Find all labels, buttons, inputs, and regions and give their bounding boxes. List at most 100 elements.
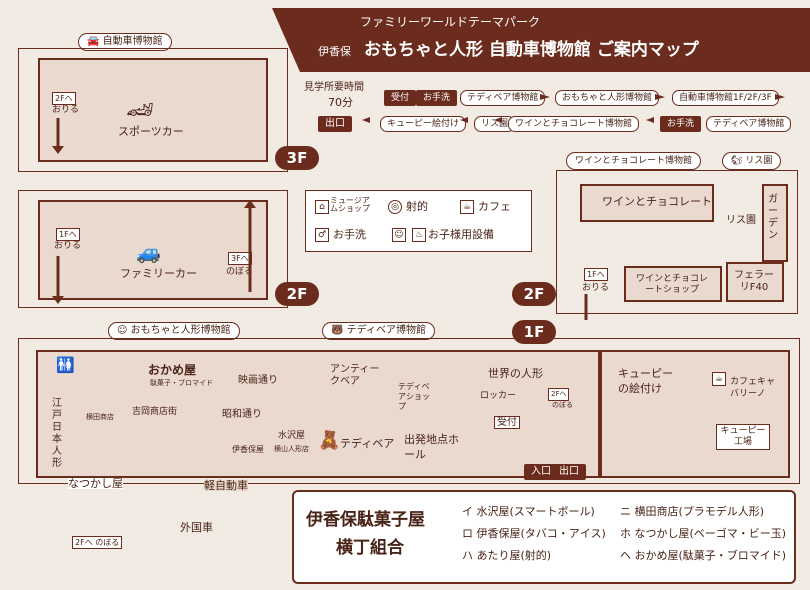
route-arrows <box>362 94 785 123</box>
movie-street-label: 映画通り <box>238 375 278 386</box>
guild-shop: ロ 伊香保屋(タバコ・アイス) <box>462 528 606 539</box>
floor1-main <box>36 350 600 478</box>
guild-shop-name: あたり屋(射的) <box>476 549 552 562</box>
legend-label: カフェ <box>478 200 511 213</box>
floor1-east <box>600 350 790 478</box>
stairs-up-to: 3Fへ <box>231 254 249 263</box>
guild-shop-name: なつかし屋(ベーゴマ・ビー玉) <box>634 527 787 540</box>
route-step: 受付 <box>384 90 417 106</box>
garden-room <box>762 184 788 262</box>
route-step: テディベア博物館 <box>706 116 792 132</box>
floor-badge-3f: 3F <box>275 146 319 170</box>
stairs-down-to: 2Fへ <box>55 94 73 103</box>
guild-shop: ハ あたり屋(射的) <box>462 550 551 561</box>
floor-badge-1f: 1F <box>512 320 556 344</box>
teddy-museum-name: テディベア博物館 <box>346 325 426 336</box>
teddy-museum-tag: 🐻 テディベア博物館 <box>322 322 435 340</box>
floor1-frame <box>18 338 800 484</box>
guild-shop-mark: ロ <box>462 527 473 540</box>
guild-shop-name: 水沢屋(スマートボール) <box>476 505 595 518</box>
natsukashiya-label: なつかし屋 <box>68 477 123 490</box>
floor-badge-2f: 2F <box>275 282 319 306</box>
legend-label: ミュージアムショップ <box>330 196 370 213</box>
family-car-label: ファミリーカー <box>120 267 197 280</box>
edo-dolls-label: 江戸日本人形 <box>52 398 62 469</box>
wine-room <box>580 184 714 222</box>
floor2-room <box>38 200 268 300</box>
route-step: キューピー絵付け <box>380 116 467 132</box>
family-car-icon: 🚙 <box>136 240 161 264</box>
okameya-sub: 駄菓子・ブロマイド <box>150 379 213 387</box>
car-icon: 🚘 <box>87 36 100 47</box>
legend-label: お子様用設備 <box>428 228 494 241</box>
stairs-down-sign: 1Fへ <box>56 228 80 241</box>
bear-icon: 🐻 <box>331 325 344 336</box>
mizusawa-label: 水沢屋 <box>278 431 306 441</box>
sports-car-icon: 🏎 <box>126 98 154 123</box>
kei-car-label: 軽自動車 <box>204 479 248 492</box>
to-2f-label: のぼる <box>552 401 573 409</box>
wing2f-frame <box>556 170 798 314</box>
entrance-label: 入口 <box>524 464 558 480</box>
wine-room-label: ワインとチョコレート <box>602 195 712 208</box>
route-step: お手洗 <box>416 90 458 106</box>
guild-shop: ホ なつかし屋(ベーゴマ・ビー玉) <box>620 528 786 539</box>
guild-subtitle: 横丁組合 <box>336 538 404 558</box>
cafe-icon: ☕ <box>712 372 726 386</box>
shooting-icon: ◎ <box>388 200 402 214</box>
header-subtitle: ファミリーワールドテーマパーク <box>360 15 541 29</box>
kewpie-factory: キューピー工場 <box>716 424 770 450</box>
reception-desk: 受付 <box>494 416 520 429</box>
floor-badge-2f-wing: 2F <box>512 282 556 306</box>
stairs-down-to: 1Fへ <box>59 230 77 239</box>
toys-museum-tag: ☺ おもちゃと人形博物館 <box>108 322 240 340</box>
legend-label: 射的 <box>406 200 428 213</box>
ferrari-label: フェラーリF40 <box>734 270 774 293</box>
baby-icon: ♨ <box>412 228 426 242</box>
guild-shop-mark: ニ <box>620 505 631 518</box>
stairs-down-label: おりる <box>54 241 82 251</box>
antique-bear-label: アンティークベア <box>330 364 380 387</box>
baby-icon: ☺ <box>392 228 406 242</box>
squirrel-icon: 🐿 <box>731 156 743 166</box>
legend-label: お手洗 <box>333 228 366 241</box>
wing-stairs-to: 1Fへ <box>587 270 605 279</box>
world-dolls-label: 世界の人形 <box>488 367 543 380</box>
guild-shop-mark: ハ <box>462 549 473 562</box>
wine-museum-tag: ワインとチョコレート博物館 <box>566 152 702 170</box>
restroom-icon: 🚻 <box>56 356 75 374</box>
wine-shop-room <box>624 266 722 302</box>
cafe-icon: ☕ <box>460 200 474 214</box>
to-2f-text: 2Fへ <box>551 390 567 398</box>
sports-car-label: スポーツカー <box>118 125 184 138</box>
floor1-stairs-label: のぼる <box>95 538 120 547</box>
okameya-label: おかめ屋 <box>148 363 197 377</box>
guild-shop-name: 横田商店(プラモデル人形) <box>634 505 765 518</box>
yoshioka-label: 吉岡商店街 <box>132 407 178 417</box>
route-step: 出口 <box>318 116 352 132</box>
guild-shop: ニ 横田商店(プラモデル人形) <box>620 506 764 517</box>
stairs-down-label: おりる <box>52 105 80 115</box>
wing-stairs-label: おりる <box>582 283 610 293</box>
guild-shop-mark: ホ <box>620 527 631 540</box>
foreign-car-label: 外国車 <box>180 521 213 534</box>
floor3-frame <box>18 48 288 172</box>
guild-shop: ヘ おかめ屋(駄菓子・ブロマイド) <box>620 550 786 561</box>
exit-label: 出口 <box>552 464 586 480</box>
squirrel-room-label: リス園 <box>726 215 756 226</box>
guild-shop-mark: イ <box>462 505 473 518</box>
restroom-icon: ♂ <box>315 228 329 242</box>
stairs-down-sign: 2Fへ <box>52 92 76 105</box>
wing-stairs-sign: 1Fへ <box>584 268 608 281</box>
car-museum-tag: 🚘 自動車博物館 <box>78 33 172 51</box>
tour-time-label: 見学所要時間 <box>304 82 364 93</box>
guild-shop: イ 水沢屋(スマートボール) <box>462 506 595 517</box>
floor1-stairs-sign: 2Fへ のぼる <box>72 536 123 549</box>
showa-street-label: 昭和通り <box>222 409 262 420</box>
guild-shop-mark: ヘ <box>620 549 631 562</box>
yokota-label: 横田商店 <box>86 413 114 421</box>
to-2f-sign: 2Fへ <box>548 388 570 401</box>
teddy-bear-icon: 🧸 <box>318 430 341 451</box>
